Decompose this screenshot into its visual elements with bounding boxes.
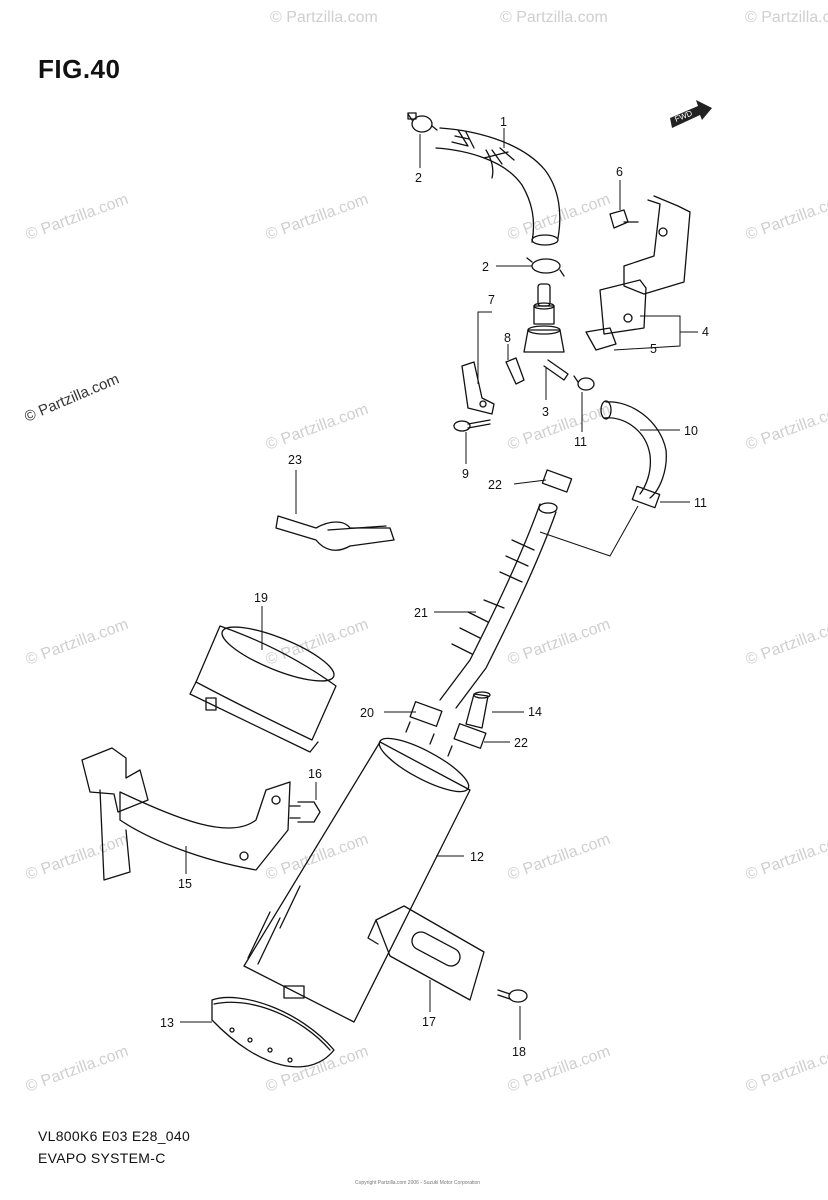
part-5-clip — [585, 327, 617, 351]
part-11-clip-top — [573, 375, 595, 391]
part-1-hose — [435, 127, 561, 246]
part-6-cap — [609, 209, 639, 229]
callout-15: 15 — [178, 877, 192, 891]
watermark: © Partzilla.com — [506, 616, 613, 669]
part-9-screw — [453, 419, 491, 432]
callout-11: 11 — [574, 435, 587, 449]
part-16-bolt — [289, 801, 321, 823]
watermark: © Partzilla.com — [500, 9, 608, 26]
part-19-filter — [189, 625, 337, 753]
callout-11: 11 — [694, 496, 707, 510]
callout-8: 8 — [504, 331, 511, 345]
callout-4: 4 — [702, 325, 709, 339]
watermark: © Partzilla.com — [506, 191, 613, 244]
callout-1: 1 — [500, 115, 507, 129]
watermark: © Partzilla.com — [744, 1043, 828, 1096]
watermark: © Partzilla.com — [24, 191, 131, 244]
callout-20: 20 — [360, 706, 374, 720]
watermark: © Partzilla.com — [270, 9, 378, 26]
callout-10: 10 — [684, 424, 698, 438]
watermark: © Partzilla.com — [745, 9, 828, 26]
watermark: © Partzilla.com — [24, 831, 131, 884]
watermark: © Partzilla.com — [264, 401, 371, 454]
part-22-clip-bottom — [453, 723, 487, 749]
callout-7: 7 — [488, 293, 495, 307]
callout-12: 12 — [470, 850, 484, 864]
callout-22: 22 — [514, 736, 528, 750]
watermark: © Partzilla.com — [744, 191, 828, 244]
watermark: © Partzilla.com — [506, 401, 613, 454]
watermark: © Partzilla.com — [24, 616, 131, 669]
callout-13: 13 — [160, 1016, 174, 1030]
part-10-hose — [600, 400, 667, 499]
figure-code: VL800K6 E03 E28_040 — [38, 1128, 191, 1144]
callout-22: 22 — [488, 478, 502, 492]
system-name: EVAPO SYSTEM-C — [38, 1150, 166, 1166]
watermark: © Partzilla.com — [744, 401, 828, 454]
part-7-clamp — [461, 361, 495, 415]
callout-3: 3 — [542, 405, 549, 419]
callout-17: 17 — [422, 1015, 436, 1029]
watermark: © Partzilla.com — [264, 1043, 371, 1096]
callout-18: 18 — [512, 1045, 526, 1059]
watermark: © Partzilla.com — [744, 831, 828, 884]
part-22-clip-top — [541, 469, 573, 493]
leader-lines — [180, 128, 698, 1040]
copyright-note: Copyright Partzilla.com 2006 - Suzuki Mo… — [355, 1180, 481, 1186]
watermark: © Partzilla.com — [24, 1043, 131, 1096]
callout-9: 9 — [462, 467, 469, 481]
watermark: © Partzilla.com — [506, 831, 613, 884]
part-2-clamp-mid — [526, 257, 565, 277]
part-17-holder — [367, 905, 485, 1001]
part-14-tube — [465, 691, 491, 729]
callout-19: 19 — [254, 591, 268, 605]
part-11-clip-bottom — [631, 485, 661, 509]
part-20-clip — [409, 701, 443, 727]
watermark: © Partzilla.com — [264, 191, 371, 244]
callout-6: 6 — [616, 165, 623, 179]
part-8-clamp — [505, 357, 525, 385]
callout-16: 16 — [308, 767, 322, 781]
figure-title: FIG.40 — [38, 54, 121, 84]
part-12-canister — [243, 721, 471, 1023]
part-18-screw — [497, 989, 528, 1003]
part-21-hose — [439, 502, 558, 709]
watermark: © Partzilla.com — [264, 831, 371, 884]
callout-2: 2 — [482, 260, 489, 274]
fwd-arrow-icon: FWD — [670, 100, 712, 128]
callout-labels: 1 2 2 3 4 5 6 7 8 9 10 11 11 12 13 14 15… — [160, 115, 709, 1059]
watermark: © Partzilla.com — [264, 616, 371, 669]
callout-14: 14 — [528, 705, 542, 719]
callout-5: 5 — [650, 342, 657, 356]
callout-21: 21 — [414, 606, 428, 620]
callout-23: 23 — [288, 453, 302, 467]
part-4-bracket — [599, 195, 691, 335]
part-23-pipe — [275, 515, 395, 551]
part-13-endcap — [211, 996, 335, 1068]
part-3-valve — [523, 283, 569, 381]
callout-2: 2 — [415, 171, 422, 185]
part-15-bracket — [81, 747, 291, 881]
watermark: © Partzilla.com — [744, 616, 828, 669]
part-2-clamp-top — [407, 112, 438, 133]
